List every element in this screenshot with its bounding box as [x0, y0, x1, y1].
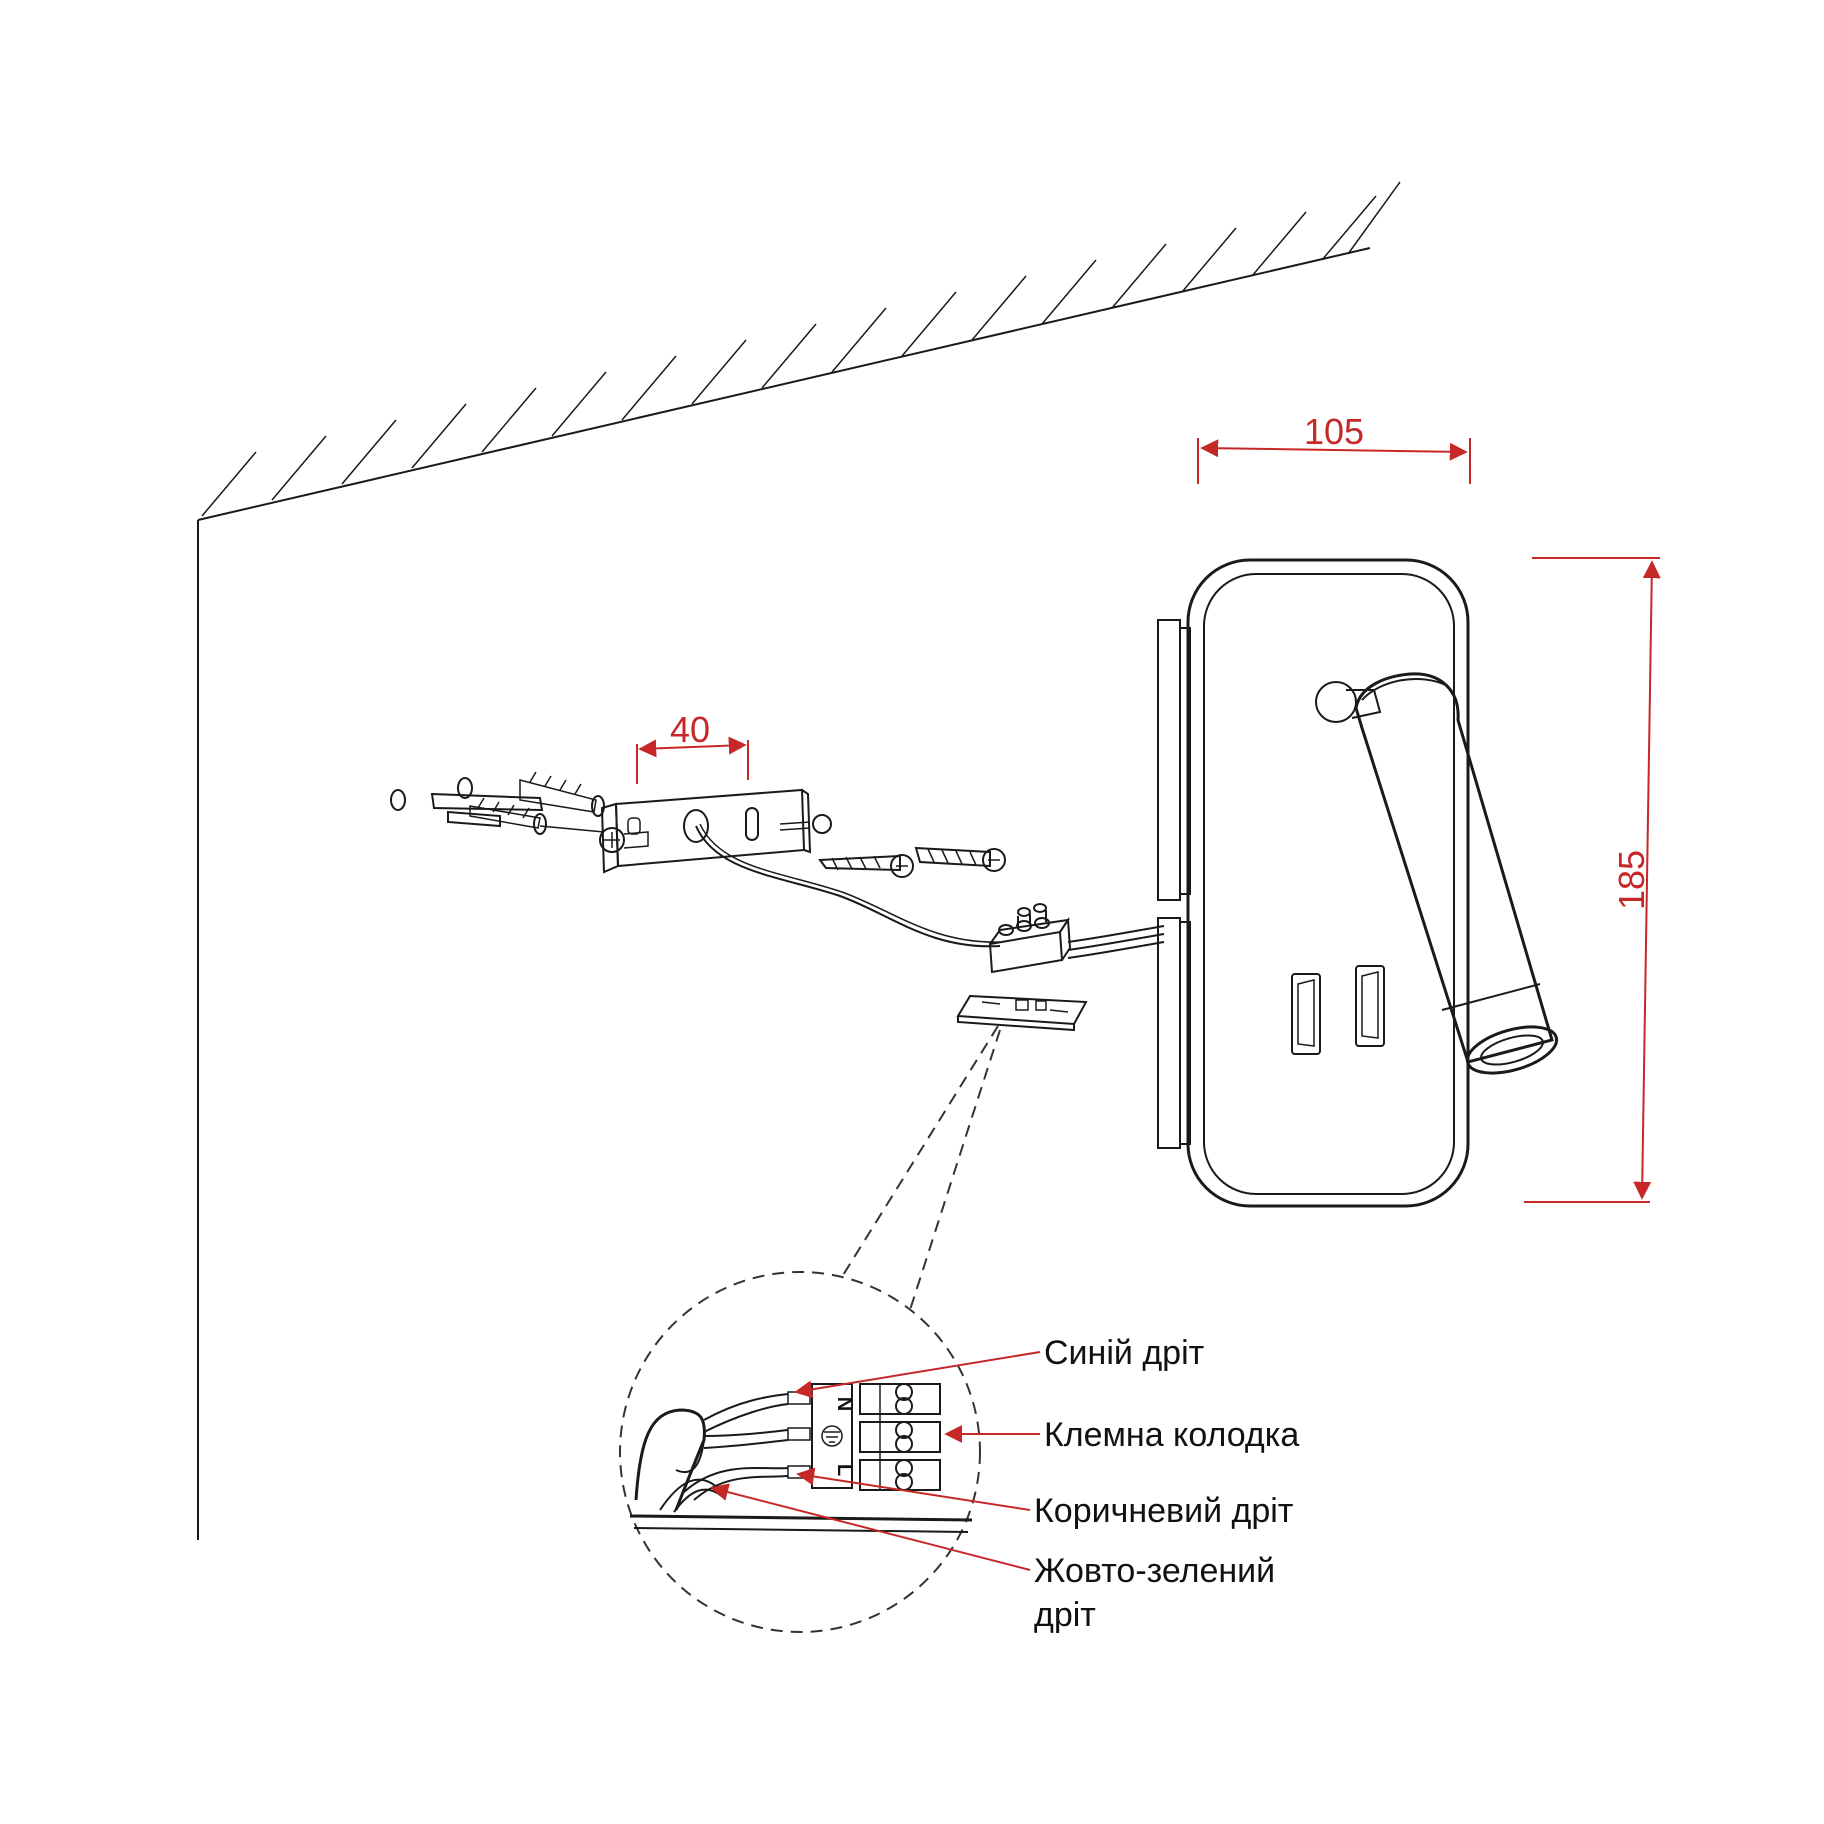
terminal-block-label: Клемна колодка [1044, 1416, 1299, 1454]
dimension-bracket: 40 [636, 709, 749, 784]
detail-magnifier: N L [619, 1271, 981, 1633]
connector-block [988, 903, 1165, 974]
callout-leaders [710, 1351, 1041, 1571]
terminal-live-mark: L [833, 1464, 855, 1476]
callout-labels: Синій дріт Клемна колодка Коричневий дрі… [1034, 1334, 1299, 1634]
width-dimension-label: 105 [1304, 411, 1364, 452]
terminal-neutral-mark: N [833, 1397, 855, 1411]
pcb-module [956, 994, 1088, 1032]
wall-plugs [390, 771, 605, 835]
brown-wire-label: Коричневий дріт [1034, 1492, 1293, 1530]
lamp-back-plate [1157, 619, 1191, 1149]
ceiling-wall [197, 181, 1401, 1540]
mounting-bracket [599, 788, 832, 874]
dimension-height: 185 [1524, 557, 1661, 1203]
loose-screws [818, 846, 1006, 878]
reading-arm [1315, 672, 1559, 1075]
supply-wire [695, 825, 1001, 948]
ground-wire-label-line2: дріт [1034, 1596, 1096, 1634]
height-dimension-label: 185 [1611, 850, 1652, 910]
lamp-front-plate [1186, 558, 1470, 1208]
bracket-dimension-label: 40 [670, 709, 710, 750]
blue-wire-label: Синій дріт [1044, 1334, 1204, 1372]
detail-leaders [839, 1025, 1001, 1311]
ground-wire-label-line1: Жовто-зелений [1034, 1552, 1275, 1590]
dimension-width: 105 [1197, 411, 1471, 484]
rocker-switches [1291, 965, 1385, 1055]
ceiling-hatching [201, 181, 1401, 517]
